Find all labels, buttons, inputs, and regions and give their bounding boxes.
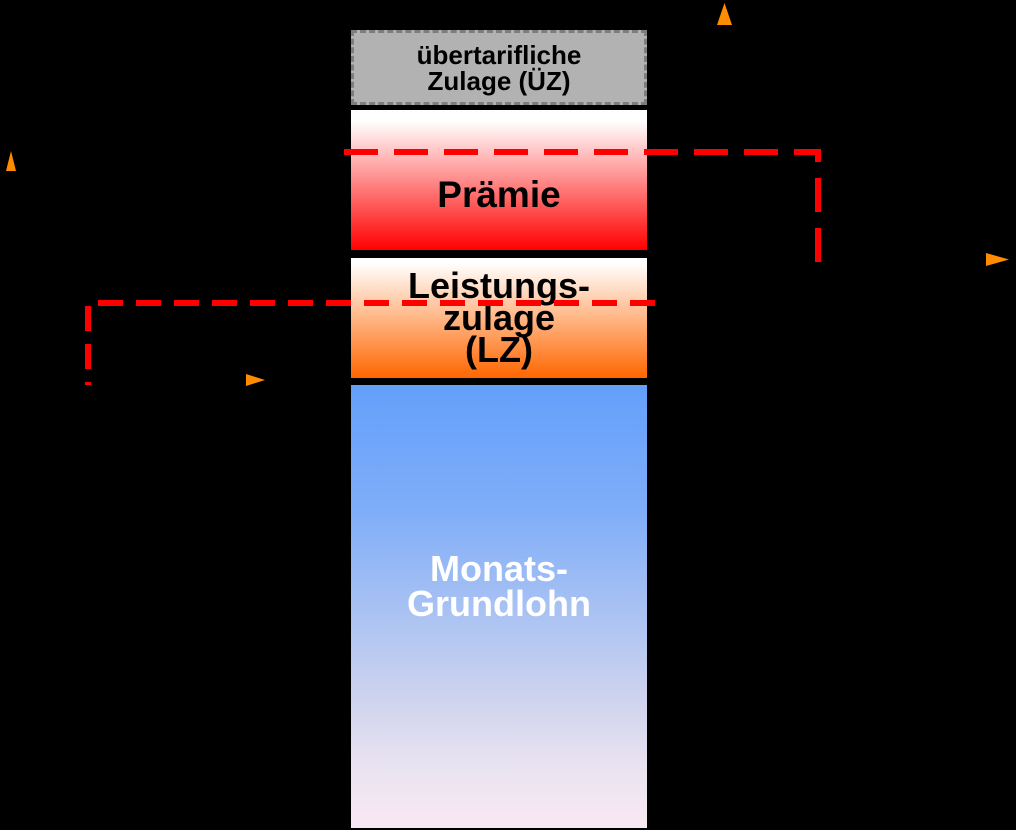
praemie-block: Prämie	[351, 110, 647, 250]
arrow-up-top-icon	[717, 3, 732, 25]
grundlohn-label-line2: Grundlohn	[407, 582, 591, 624]
lz-block: Leistungs- zulage (LZ)	[351, 258, 647, 378]
uez-block: übertarifliche Zulage (ÜZ)	[351, 30, 647, 105]
praemie-label: Prämie	[437, 173, 561, 215]
grundlohn-block: Monats- Grundlohn	[351, 385, 647, 828]
uez-label-line1: übertarifliche	[416, 39, 582, 70]
arrow-right-middle-icon	[246, 374, 265, 386]
grundlohn-label-line1: Monats-	[430, 547, 568, 589]
lz-label-line1: Leistungs-	[407, 265, 590, 306]
arrow-up-left-icon	[6, 151, 16, 171]
uez-label-line2: Zulage (ÜZ)	[427, 65, 571, 96]
arrow-right-edge-icon	[986, 253, 1009, 266]
lz-label-line3: (LZ)	[465, 329, 533, 370]
